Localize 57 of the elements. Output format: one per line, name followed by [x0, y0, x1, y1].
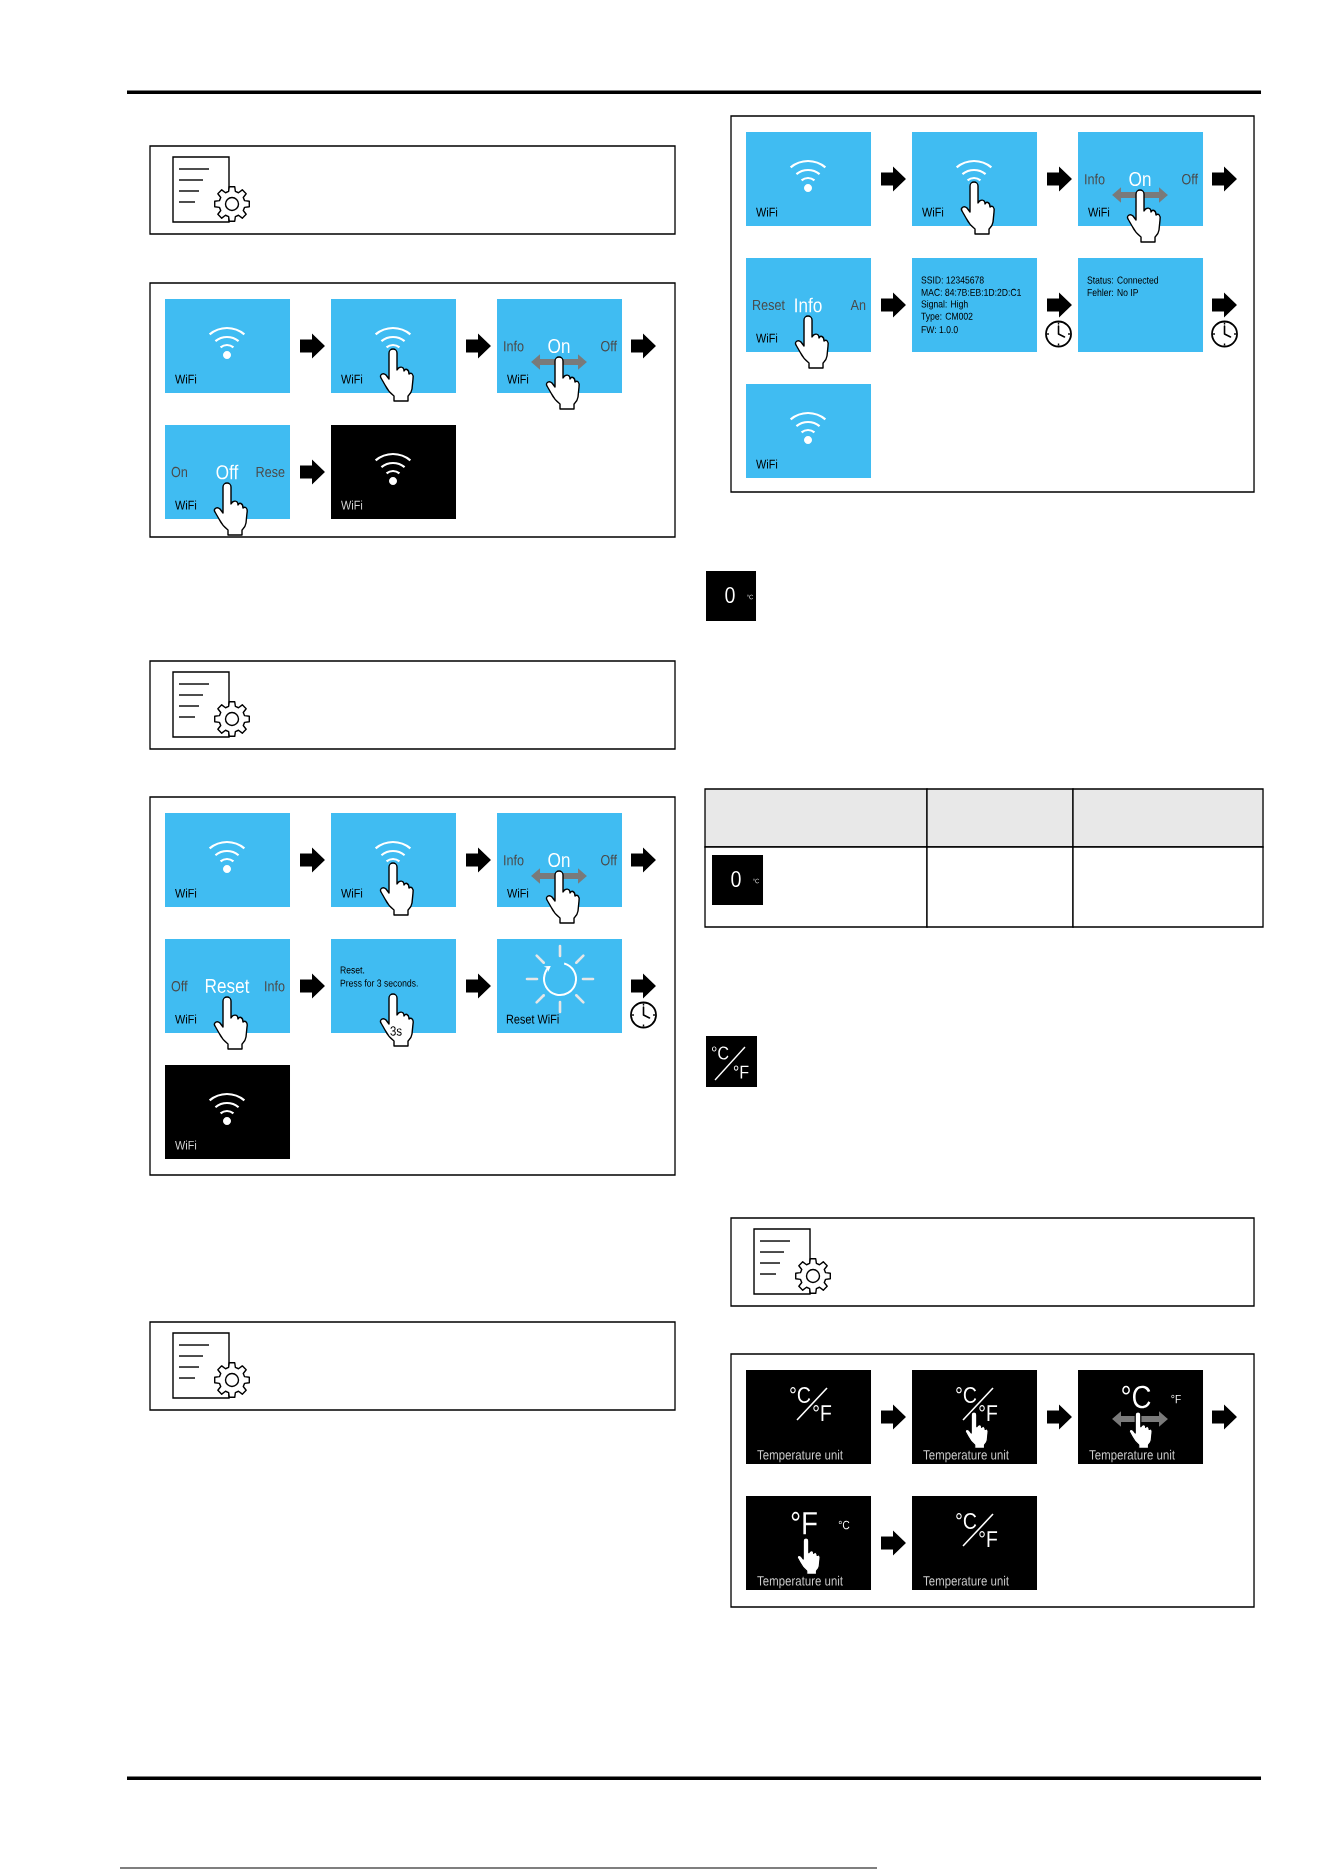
menu-option: Info	[265, 980, 285, 992]
screen-label: WiFi	[756, 333, 778, 343]
menu-option: Info	[1085, 173, 1105, 185]
menu-option: An	[850, 299, 866, 311]
menu-option: Reset	[205, 979, 250, 993]
figure-frame	[149, 282, 676, 538]
screen-label: WiFi	[1088, 207, 1110, 217]
info-text: Reset.	[340, 966, 365, 974]
info-text: Status: Connected	[1087, 276, 1158, 284]
menu-option: Off	[601, 340, 617, 352]
menu-option: Off	[216, 464, 239, 480]
screen-label: WiFi	[756, 207, 778, 217]
info-text: Type: CM002	[921, 312, 973, 322]
screen-label: WiFi	[507, 374, 529, 384]
screen-label: Temperature unit	[757, 1575, 843, 1589]
screen-label: WiFi	[507, 888, 529, 898]
menu-option: °C	[838, 1520, 850, 1530]
menu-option: Off	[171, 980, 188, 992]
screen-label: Temperature unit	[923, 1575, 1009, 1589]
figure-frame	[730, 1353, 1255, 1608]
screen-label: Temperature unit	[1089, 1449, 1175, 1463]
menu-option: Rese	[256, 466, 285, 478]
menu-option: Off	[601, 854, 617, 866]
duration-label: 3s	[390, 1026, 402, 1036]
screen-label: WiFi	[175, 888, 197, 898]
screen-label: WiFi	[922, 207, 944, 217]
menu-option: °C	[1122, 1385, 1151, 1409]
menu-option: On	[1129, 171, 1151, 187]
menu-option: Info	[504, 340, 524, 352]
menu-option: Off	[1182, 173, 1199, 185]
info-text: SSID: 12345678	[921, 276, 984, 284]
screen-label: Reset WiFi	[506, 1014, 559, 1024]
menu-option: °F	[1171, 1394, 1181, 1404]
info-text: MAC: 84:7B:EB:1D:2D:C1	[921, 288, 1021, 296]
menu-option: Info	[795, 297, 822, 313]
screen-label: WiFi	[341, 500, 363, 510]
info-text: Fehler: No IP	[1087, 288, 1138, 297]
screen-label: WiFi	[341, 374, 363, 384]
info-text: FW: 1.0.0	[921, 326, 958, 334]
screen-label: WiFi	[175, 374, 197, 384]
menu-option: Info	[504, 854, 524, 866]
screen-label: WiFi	[341, 888, 363, 898]
menu-option: On	[548, 338, 570, 354]
figure-frame	[149, 796, 676, 1176]
menu-option: Reset	[753, 299, 785, 311]
figure-frame	[730, 115, 1255, 493]
screen-label: WiFi	[175, 1014, 197, 1024]
menu-option: On	[548, 852, 570, 868]
menu-option: On	[171, 466, 187, 478]
menu-option: °F	[791, 1511, 817, 1535]
info-text: Signal: High	[921, 300, 968, 310]
screen-label: Temperature unit	[757, 1449, 843, 1463]
info-text: Press for 3 seconds.	[340, 979, 418, 987]
screen-label: WiFi	[175, 500, 197, 510]
screen-label: WiFi	[175, 1140, 197, 1150]
screen-label: Temperature unit	[923, 1449, 1009, 1463]
screen-label: WiFi	[756, 459, 778, 469]
